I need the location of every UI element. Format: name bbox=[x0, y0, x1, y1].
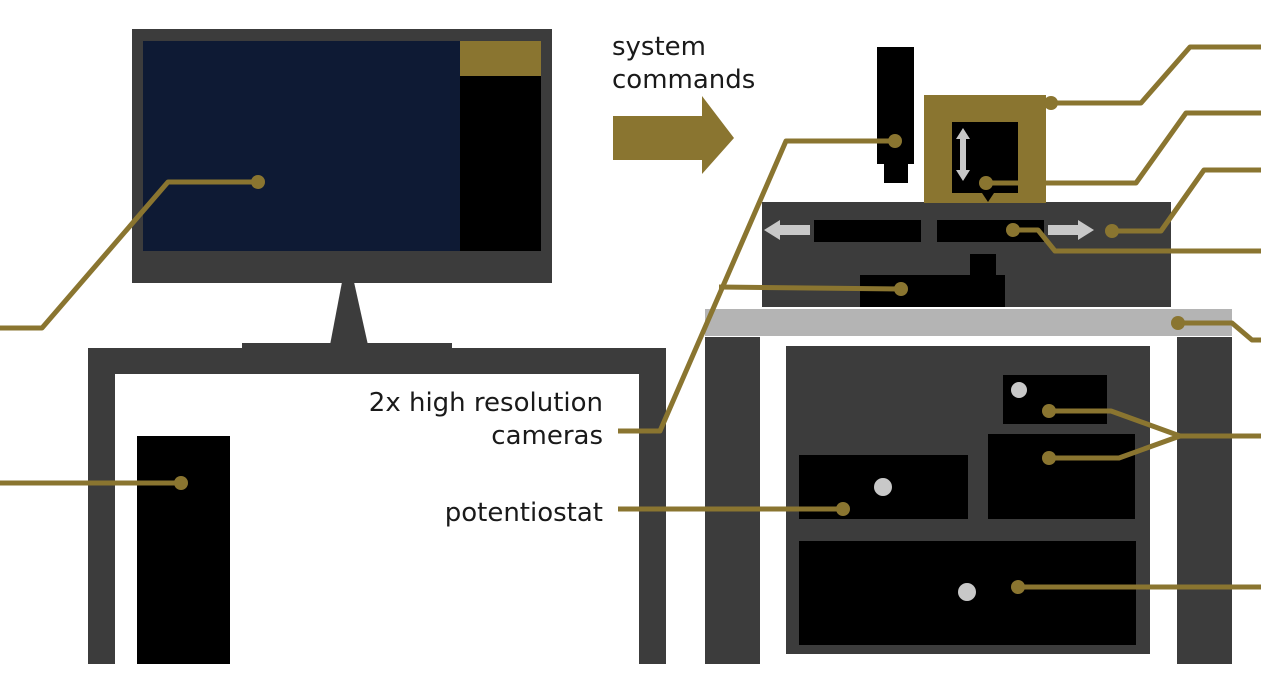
label-potentiostat-text: potentiostat bbox=[444, 498, 603, 528]
leader-line-rail bbox=[1013, 227, 1261, 254]
leader-dot bbox=[979, 176, 993, 190]
leader-line-gantry bbox=[1112, 167, 1261, 234]
camera-lens bbox=[884, 163, 908, 183]
label-cameras-line2: cameras bbox=[491, 421, 603, 451]
desk-top bbox=[88, 348, 666, 374]
leader-dot bbox=[1042, 404, 1056, 418]
device-medium bbox=[988, 434, 1135, 519]
indicator-light bbox=[1011, 382, 1027, 398]
label-system-commands-line1: system bbox=[612, 32, 706, 62]
leader-line-cameras-2 bbox=[718, 284, 902, 292]
leader-dots bbox=[174, 96, 1185, 594]
leader-line-z-window bbox=[986, 110, 1261, 186]
leader-dot bbox=[1006, 223, 1020, 237]
leader-dot bbox=[174, 476, 188, 490]
leader-dot bbox=[1011, 580, 1025, 594]
arrow-up-down-icon bbox=[956, 128, 970, 181]
sample-stage-tab bbox=[970, 254, 996, 276]
table-leg-left bbox=[705, 337, 760, 664]
leader-dot bbox=[836, 502, 850, 516]
leader-line-device-medium bbox=[1049, 433, 1181, 461]
leader-line-device-small bbox=[1049, 408, 1181, 439]
leader-dot bbox=[1105, 224, 1119, 238]
leader-line-plate bbox=[1178, 320, 1261, 343]
desk bbox=[88, 348, 666, 664]
arrow-right-icon bbox=[1048, 220, 1094, 240]
leader-line-z-frame bbox=[1051, 44, 1261, 106]
leader-dot bbox=[1171, 316, 1185, 330]
camera bbox=[877, 47, 914, 183]
screen-side-panel-header bbox=[460, 41, 541, 76]
monitor-stand-base bbox=[242, 343, 452, 350]
indicator-light bbox=[874, 478, 892, 496]
monitor-screen bbox=[143, 41, 460, 251]
leader-dot bbox=[251, 175, 265, 189]
system-commands-arrow bbox=[613, 96, 734, 174]
monitor bbox=[132, 29, 552, 350]
desk-leg-left bbox=[88, 348, 115, 664]
pc-tower bbox=[137, 436, 230, 664]
cabinet-devices bbox=[799, 375, 1136, 645]
leader-lines bbox=[0, 44, 1261, 590]
label-cameras: 2x high resolution cameras bbox=[369, 387, 603, 453]
work-plate bbox=[705, 309, 1232, 336]
label-cameras-line1: 2x high resolution bbox=[368, 388, 603, 418]
table-leg-right bbox=[1177, 337, 1232, 664]
leader-dot bbox=[894, 282, 908, 296]
gantry-rail-left bbox=[814, 220, 921, 242]
desk-leg-right bbox=[639, 348, 666, 664]
leader-dot bbox=[1044, 96, 1058, 110]
leader-line-monitor bbox=[0, 179, 258, 331]
label-system-commands-line2: commands bbox=[612, 65, 756, 95]
leader-dot bbox=[888, 134, 902, 148]
xy-gantry bbox=[762, 202, 1171, 307]
arrow-left-icon bbox=[764, 220, 810, 240]
indicator-light bbox=[958, 583, 976, 601]
label-potentiostat: potentiostat bbox=[445, 497, 603, 530]
monitor-stand-neck bbox=[330, 282, 368, 345]
z-module-tip bbox=[982, 193, 994, 202]
label-system-commands: system commands bbox=[612, 31, 755, 97]
leader-dot bbox=[1042, 451, 1056, 465]
